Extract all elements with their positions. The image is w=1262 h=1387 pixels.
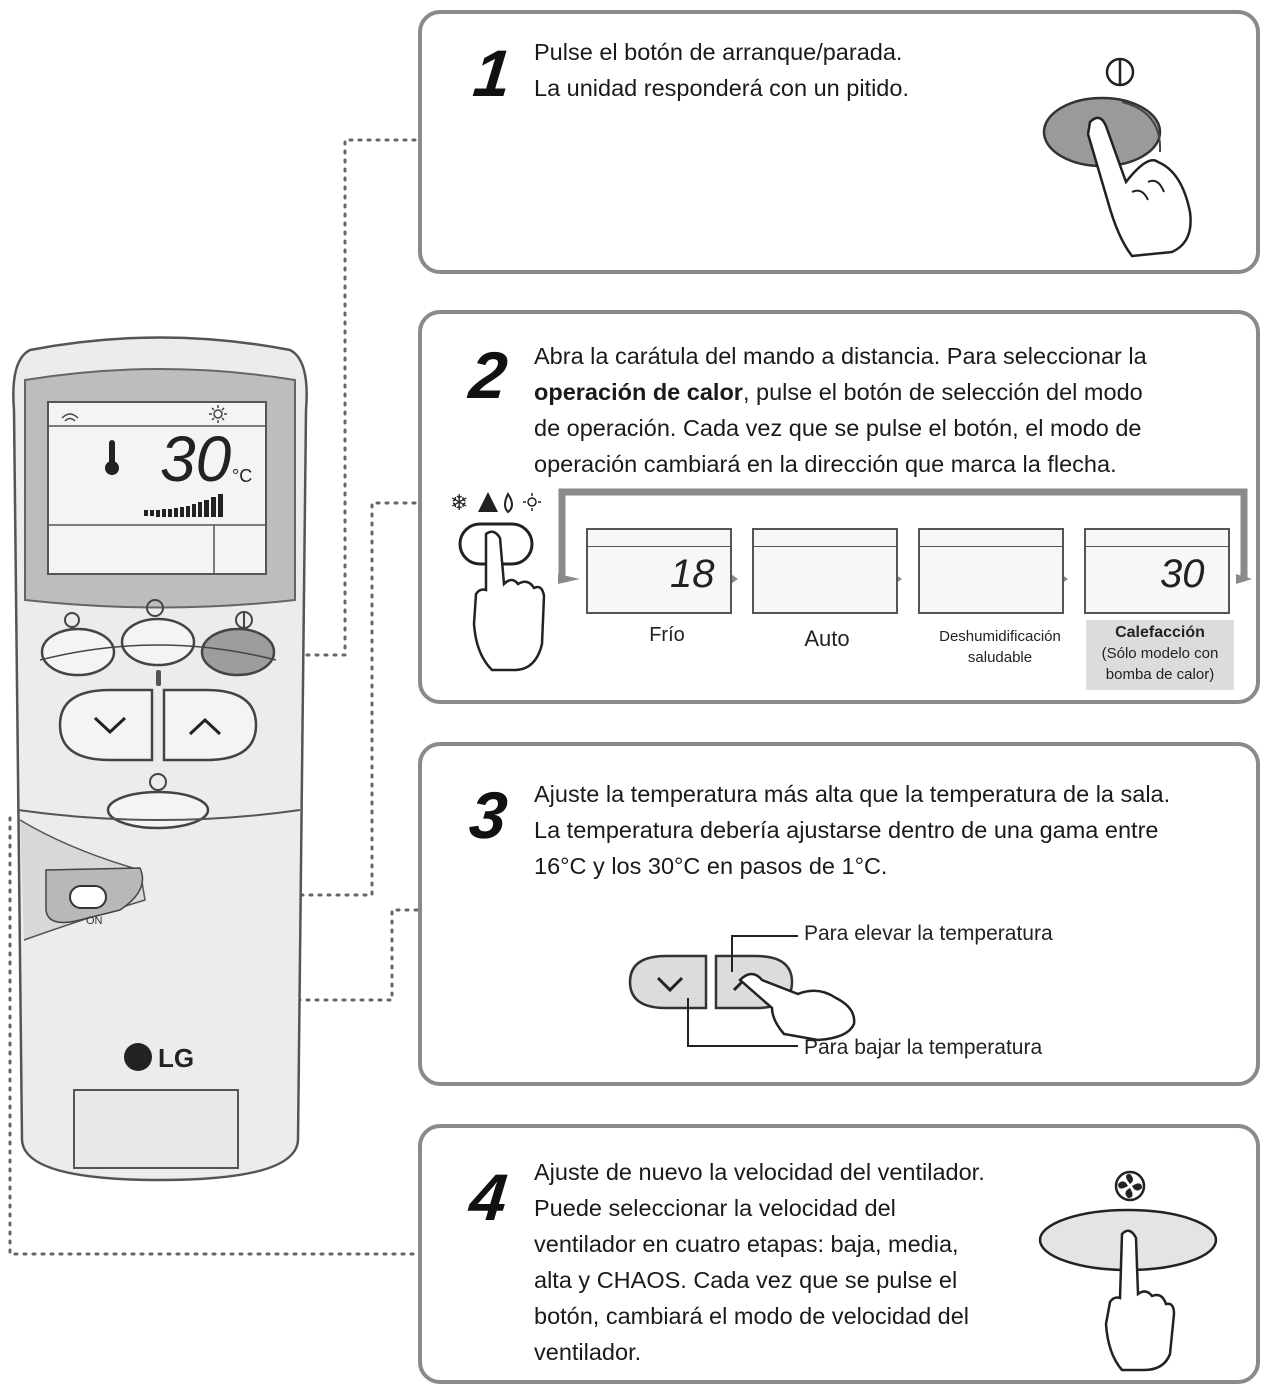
mode-label-auto: Auto [804, 626, 850, 651]
fan-icon [1114, 1170, 1146, 1202]
power-button-illustration [1042, 57, 1192, 258]
mode-display-dry [918, 528, 1064, 614]
mode-display-cool-temp: 18 [670, 552, 715, 596]
step-2-number: 2 [466, 338, 511, 412]
fan-button-illustration [1038, 1170, 1218, 1372]
up-label: Para elevar la temperatura [804, 922, 1053, 945]
mode-label-heat: Calefacción (Sólo modelo con bomba de ca… [1101, 624, 1219, 683]
step-4-line-2: Puede seleccionar la velocidad del [534, 1195, 896, 1221]
step-4-line-3: ventilador en cuatro etapas: baja, media… [534, 1231, 959, 1257]
remote-display-unit: °C [232, 466, 253, 486]
step-2-line-1: Abra la carátula del mando a distancia. … [534, 343, 1147, 369]
mode-display-cool: 18 [586, 528, 732, 614]
snowflake-icon: ❄ [450, 491, 468, 516]
step-3-line-1: Ajuste la temperatura más alta que la te… [534, 781, 1171, 807]
step-4-line-6: ventilador. [534, 1339, 642, 1365]
hand-icon [472, 530, 546, 672]
down-label: Para bajar la temperatura [804, 1036, 1043, 1059]
step-3-line-2: La temperatura debería ajustarse dentro … [534, 817, 1159, 843]
step-1-box: 1 Pulse el botón de arranque/parada. La … [418, 10, 1260, 274]
step-2-line-3: de operación. Cada vez que se pulse el b… [534, 415, 1142, 441]
drop-icon [504, 492, 513, 514]
auto-icon [478, 492, 498, 512]
temp-buttons-illustration [628, 935, 856, 1047]
sun-icon [523, 493, 541, 511]
step-4-line-4: alta y CHAOS. Cada vez que se pulse el [534, 1267, 958, 1293]
step-4-text: Ajuste de nuevo la velocidad del ventila… [534, 1154, 1054, 1370]
power-icon [1105, 57, 1135, 87]
mode-label-dry: Deshumidificación saludable [939, 628, 1061, 666]
hand-icon [1104, 1229, 1176, 1372]
step-3-text: Ajuste la temperatura más alta que la te… [534, 776, 1254, 884]
mode-label-cool: Frío [649, 624, 685, 646]
step-2-text: Abra la carátula del mando a distancia. … [534, 338, 1254, 482]
remote-brand: LG [158, 1043, 194, 1073]
step-4-line-5: botón, cambiará el modo de velocidad del [534, 1303, 970, 1329]
step-3-line-3: 16°C y los 30°C en pasos de 1°C. [534, 853, 888, 879]
step-2-line-2: operación de calor, pulse el botón de se… [534, 379, 1143, 405]
remote-control: ON LG [12, 336, 308, 1182]
step-2-box: 2 Abra la carátula del mando a distancia… [418, 310, 1260, 704]
hand-icon [1086, 116, 1192, 258]
mode-display-heat-temp: 30 [1160, 552, 1205, 596]
hand-icon [738, 972, 856, 1042]
remote-display-temp: 30 [160, 423, 232, 495]
step-3-box: 3 Ajuste la temperatura más alta que la … [418, 742, 1260, 1086]
step-4-number: 4 [466, 1160, 511, 1234]
step-4-line-1: Ajuste de nuevo la velocidad del ventila… [534, 1159, 985, 1185]
step-1-line-2: La unidad responderá con un pitido. [534, 75, 909, 101]
step-2-line-4: operación cambiará en la dirección que m… [534, 451, 1117, 477]
step-1-line-1: Pulse el botón de arranque/parada. [534, 39, 903, 65]
step-3-number: 3 [466, 778, 511, 852]
remote-on-label: ON [86, 915, 103, 927]
step-4-box: 4 Ajuste de nuevo la velocidad del venti… [418, 1124, 1260, 1384]
mode-display-heat: 30 [1084, 528, 1230, 614]
step-1-number: 1 [470, 36, 515, 110]
down-arrow-icon [656, 976, 684, 993]
step-2-bold: operación de calor [534, 379, 743, 405]
step-1-text: Pulse el botón de arranque/parada. La un… [534, 34, 1014, 106]
heat-highlight [1086, 620, 1234, 690]
mode-button-illustration: ❄ [450, 491, 546, 672]
mode-display-auto [752, 528, 898, 614]
